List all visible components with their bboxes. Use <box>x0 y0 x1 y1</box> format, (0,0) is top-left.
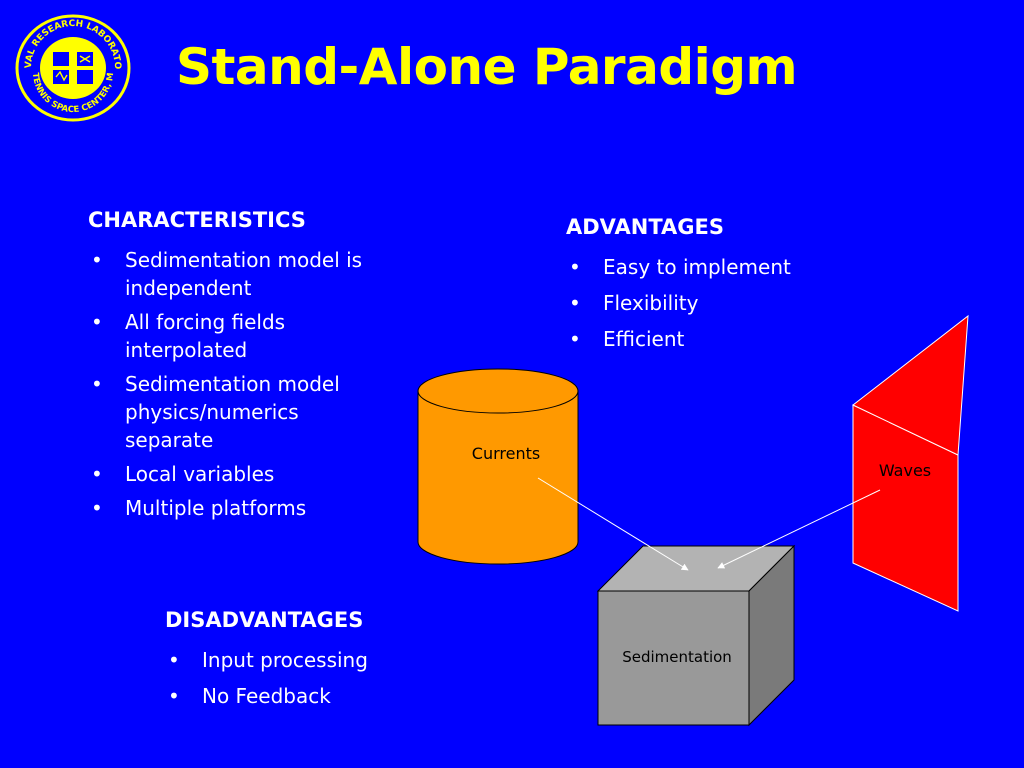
advantages-heading: ADVANTAGES <box>566 215 724 239</box>
logo-emblem-bottom-right-icon <box>77 70 93 84</box>
list-item: Easy to implement <box>566 253 866 281</box>
characteristics-heading: CHARACTERISTICS <box>88 208 306 232</box>
list-item: Multiple platforms <box>88 494 388 522</box>
disadvantages-heading: DISADVANTAGES <box>165 608 364 632</box>
waves-arrow <box>717 489 881 569</box>
advantages-list: Easy to implement Flexibility Efficient <box>566 253 866 359</box>
list-item: Sedimentation model physics/numerics sep… <box>88 370 378 454</box>
waves-label: Waves <box>879 461 931 480</box>
characteristics-list: Sedimentation model is independent All f… <box>88 246 388 528</box>
sedimentation-label: Sedimentation <box>622 648 732 666</box>
currents-label: Currents <box>472 444 540 463</box>
sedimentation-cube: Sedimentation <box>596 544 796 727</box>
page-title: Stand-Alone Paradigm <box>176 38 798 96</box>
nrl-logo: NAVAL RESEARCH LABORATORY STENNIS SPACE … <box>14 14 131 122</box>
list-item: All forcing fields interpolated <box>88 308 388 364</box>
logo-emblem-left-icon <box>53 52 69 66</box>
list-item: Input processing <box>165 646 465 674</box>
list-item: Local variables <box>88 460 388 488</box>
list-item: Flexibility <box>566 289 866 317</box>
currents-cylinder: Currents <box>417 368 579 565</box>
waves-shape: Waves <box>852 314 969 612</box>
list-item: No Feedback <box>165 682 465 710</box>
logo-emblem-bottom-left-icon <box>53 70 69 84</box>
list-item: Efficient <box>566 325 866 353</box>
list-item: Sedimentation model is independent <box>88 246 388 302</box>
currents-arrow <box>537 477 689 571</box>
disadvantages-list: Input processing No Feedback <box>165 646 465 716</box>
